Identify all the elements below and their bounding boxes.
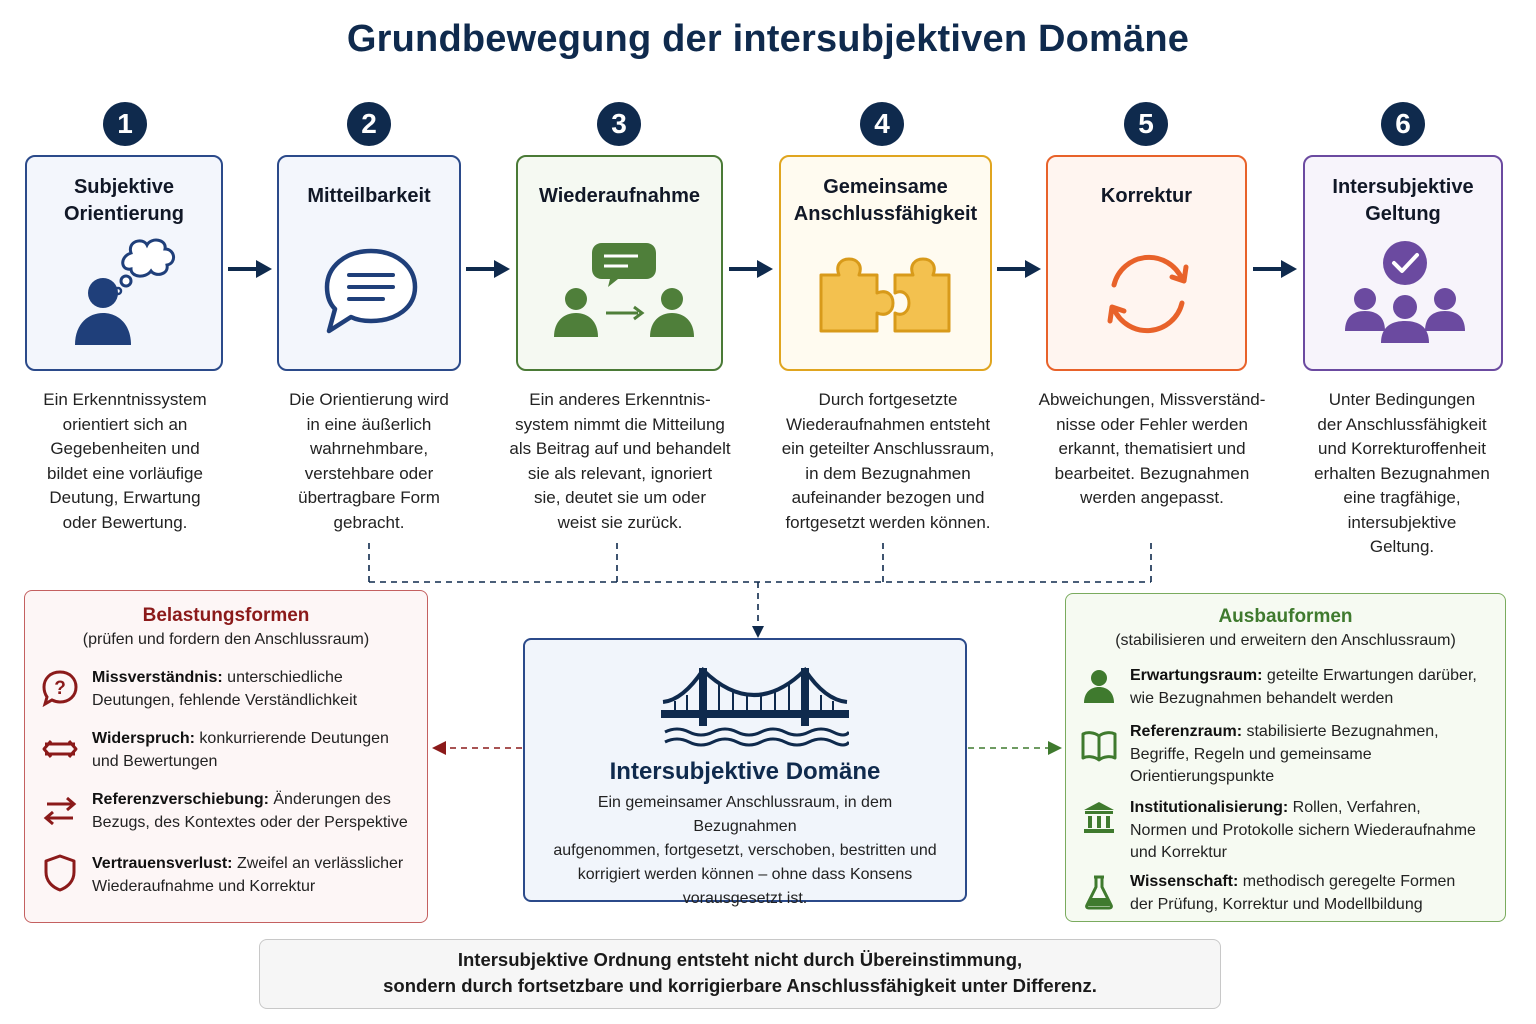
group-check-icon (1345, 241, 1465, 343)
step-number-2: 2 (347, 102, 391, 146)
step-card-subjektive-orientierung: Subjektive Orientierung (25, 155, 223, 371)
step-number-5: 5 (1124, 102, 1168, 146)
step-number-3: 3 (597, 102, 641, 146)
step-card-intersubjektive-geltung: Intersubjektive Geltung (1303, 155, 1503, 371)
panel-title: Ausbauformen (1218, 606, 1353, 627)
footer-line-2: sondern durch fortsetzbare und korrigier… (383, 975, 1097, 996)
double-arrow-icon (42, 740, 78, 758)
panel-title: Belastungsformen (142, 605, 310, 626)
footer-line-1: Intersubjektive Ordnung entsteht nicht d… (457, 949, 1023, 970)
center-description: Ein gemeinsamer Anschlussraum, in dem Be… (553, 794, 937, 907)
arrow-right-icon (997, 260, 1041, 278)
step-title: Intersubjektive Geltung (1332, 176, 1474, 225)
step-description-6: Unter Bedingungen der Anschlussfähigkeit… (1314, 390, 1490, 556)
puzzle-icon (819, 257, 951, 333)
step-description-5: Abweichungen, Missverständ- nisse oder F… (1038, 390, 1266, 507)
step-description-4: Durch fortgesetzte Wiederaufnahmen entst… (781, 390, 995, 532)
step-number-6: 6 (1381, 102, 1425, 146)
flask-icon (1085, 875, 1113, 910)
shield-icon (44, 854, 76, 892)
speech-bubble-icon (324, 248, 418, 334)
svg-text:?: ? (54, 678, 66, 699)
list-item: Institutionalisierung: Rollen, Verfahren… (1130, 799, 1476, 861)
refresh-icon (1107, 254, 1189, 334)
list-item: Wissenschaft: methodisch geregelte Forme… (1130, 873, 1456, 913)
step-title: Wiederaufnahme (539, 185, 700, 207)
step-card-wiederaufnahme: Wiederaufnahme (516, 155, 723, 371)
step-card-korrektur: Korrektur (1046, 155, 1247, 371)
bridge-icon (661, 666, 849, 747)
person-icon (1084, 670, 1114, 703)
list-item: Erwartungsraum: geteilte Erwartungen dar… (1130, 667, 1477, 707)
step-description-2: Die Orientierung wird in eine äußerlich … (289, 390, 449, 532)
step-card-gemeinsame-anschlussfaehigkeit: Gemeinsame Anschlussfähigkeit (779, 155, 992, 371)
panel-subtitle: (stabilisieren und erweitern den Anschlu… (1115, 632, 1456, 649)
book-icon (1081, 731, 1117, 762)
institution-icon (1084, 802, 1114, 833)
arrow-right-icon (1253, 260, 1297, 278)
step-description-1: Ein Erkenntnissystem orientiert sich an … (43, 390, 207, 532)
belastungsformen-panel: Belastungsformen (prüfen und fordern den… (24, 590, 428, 923)
arrow-right-icon (228, 260, 272, 278)
arrow-right-icon (729, 260, 773, 278)
message-exchange-icon (554, 243, 694, 337)
step-title: Gemeinsame Anschlussfähigkeit (793, 176, 978, 225)
footer-statement: Intersubjektive Ordnung entsteht nicht d… (259, 939, 1221, 1009)
list-item: Vertrauensverlust: Zweifel an verlässlic… (92, 855, 404, 895)
diagram-title: Grundbewegung der intersubjektiven Domän… (346, 18, 1190, 60)
step-description-3: Ein anderes Erkenntnis- system nimmt die… (509, 390, 731, 532)
panel-subtitle: (prüfen und fordern den Anschlussraum) (82, 631, 370, 648)
step-number-4: 4 (860, 102, 904, 146)
list-item: Referenzraum: stabilisierte Bezugnahmen,… (1130, 723, 1439, 785)
step-card-mitteilbarkeit: Mitteilbarkeit (277, 155, 461, 371)
step-title: Korrektur (1100, 185, 1193, 207)
center-title: Intersubjektive Domäne (609, 758, 881, 785)
ausbauformen-panel: Ausbauformen (stabilisieren und erweiter… (1065, 593, 1506, 922)
thinking-person-icon (75, 238, 175, 345)
swap-arrows-icon (43, 796, 77, 826)
question-icon: ? (42, 670, 78, 707)
arrow-right-icon (466, 260, 510, 278)
step-title: Subjektive Orientierung (63, 176, 184, 225)
step-number-1: 1 (103, 102, 147, 146)
step-title: Mitteilbarkeit (307, 185, 431, 207)
intersubjektive-domaene-panel: Intersubjektive Domäne Ein gemeinsamer A… (523, 638, 967, 907)
